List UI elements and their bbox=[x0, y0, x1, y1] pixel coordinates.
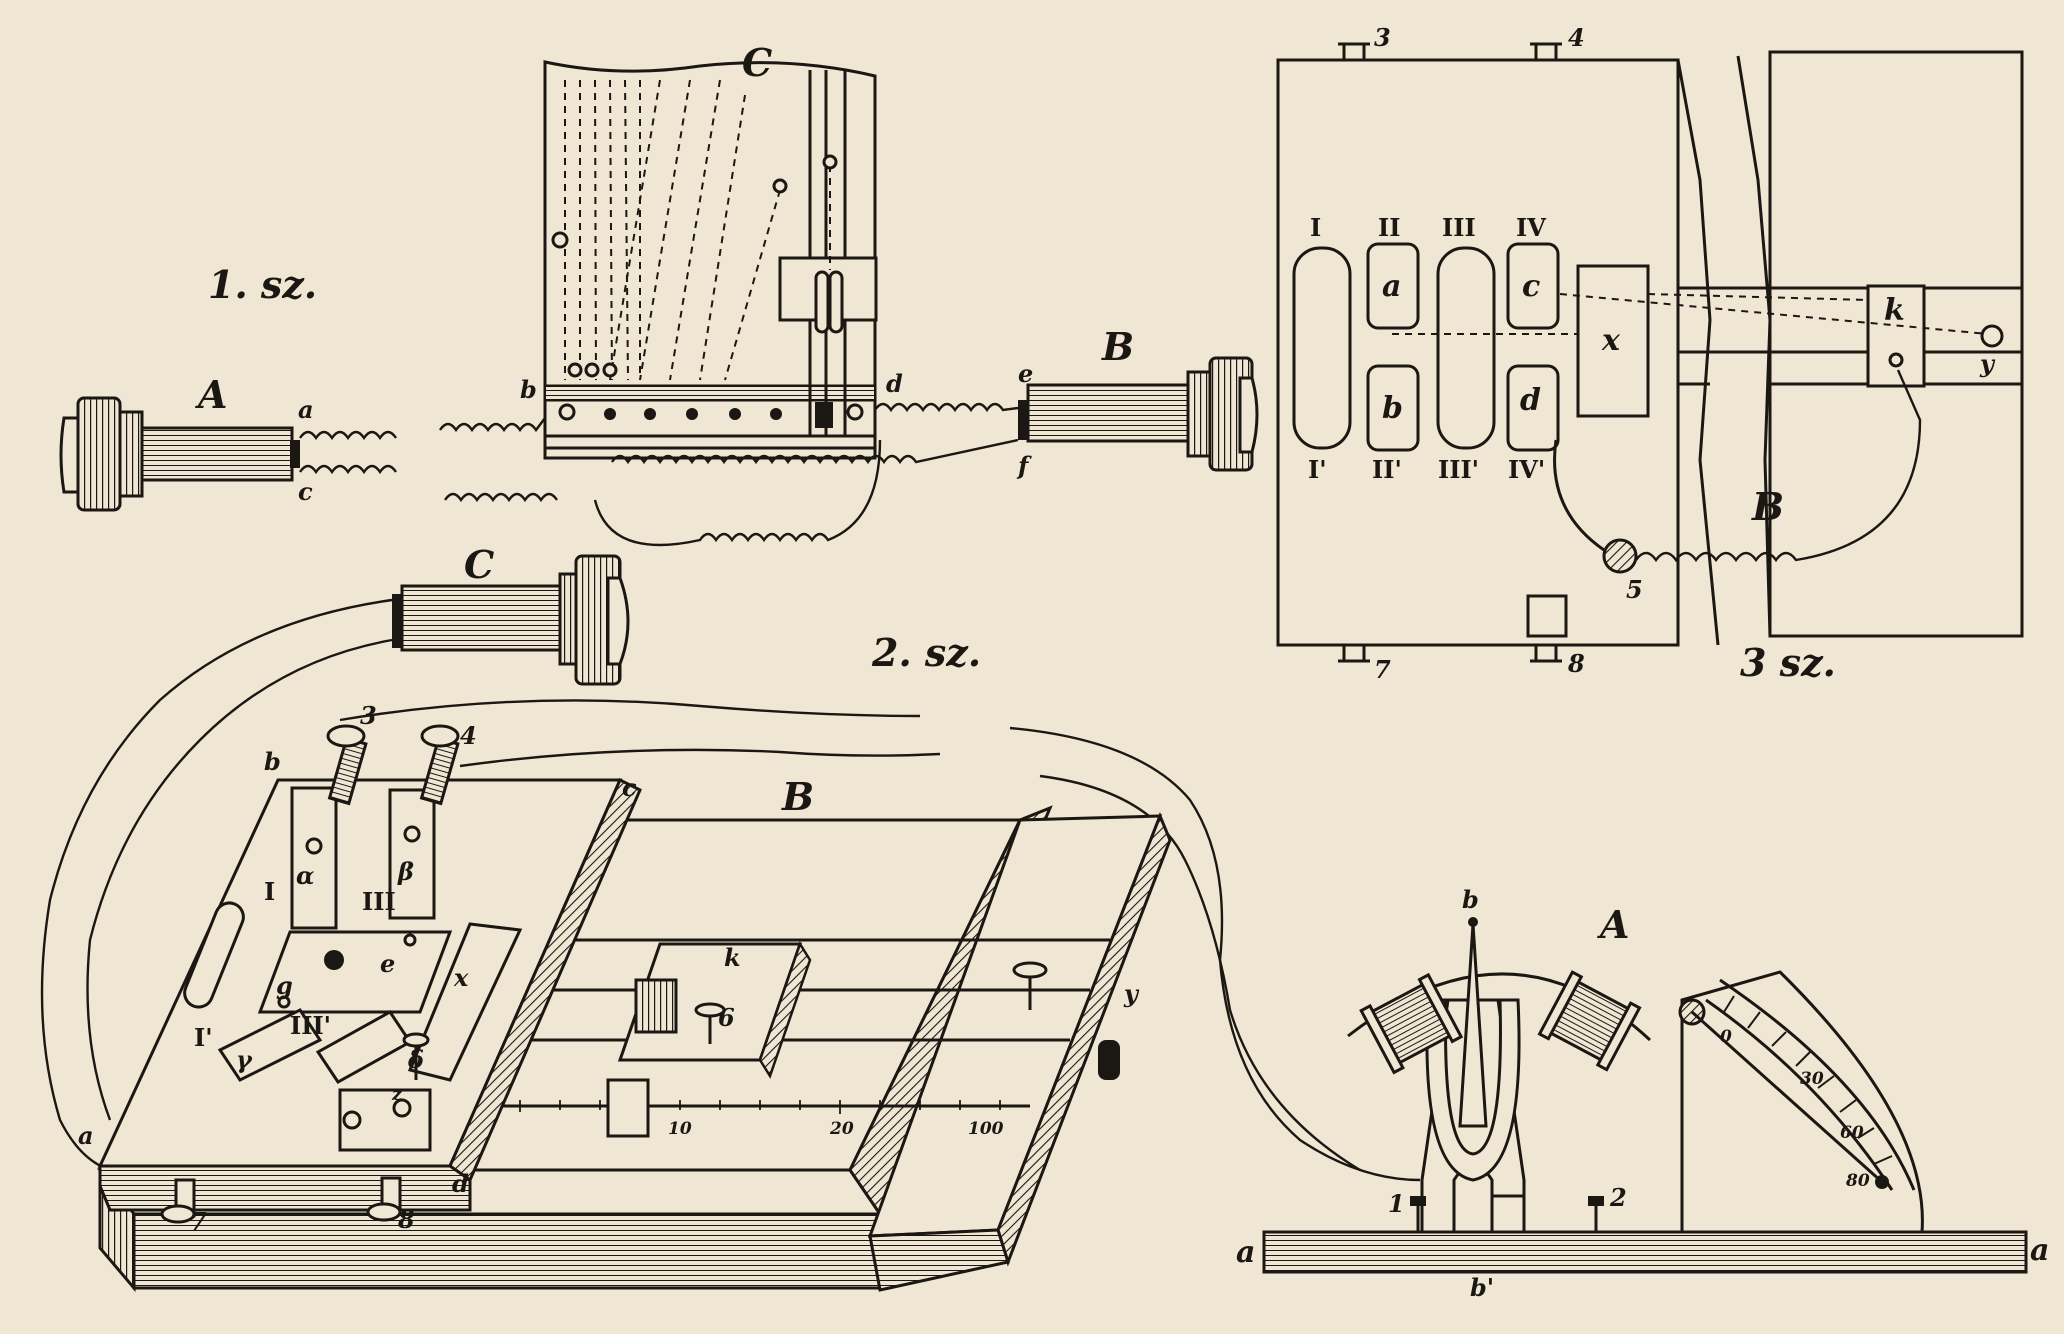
fig2-contact-I-prime: I' bbox=[194, 1023, 213, 1052]
fig3-terminal-8: 8 bbox=[1567, 649, 1585, 678]
fig1-label-B: B bbox=[1101, 324, 1134, 369]
fig1-wire-a: a bbox=[298, 395, 314, 424]
fig3-terminal-7: 7 bbox=[1374, 655, 1391, 684]
telephone-A bbox=[59, 396, 300, 512]
fig3-point-y: y bbox=[1979, 349, 1996, 378]
fig1-wire-b: b bbox=[520, 375, 537, 404]
figA-base-right: a bbox=[2030, 1233, 2049, 1268]
telephone-B bbox=[1018, 356, 1259, 472]
fig2-part-e: e bbox=[380, 949, 395, 978]
fig2-spring-gamma: γ bbox=[236, 1045, 253, 1074]
fig3-roman-III-prime: III' bbox=[1438, 455, 1479, 484]
fig2-scale-100: 100 bbox=[968, 1119, 1004, 1139]
fig3-box-k: k bbox=[1884, 293, 1905, 328]
fig2-terminal-4: 4 bbox=[460, 721, 477, 750]
fig2-contact-I: I bbox=[264, 877, 275, 906]
fig2-scale-10: 10 bbox=[668, 1119, 692, 1139]
telephone-C bbox=[392, 554, 630, 686]
figA-scale-60: 60 bbox=[1840, 1123, 1864, 1143]
fig1-wire-e: e bbox=[1018, 359, 1033, 388]
fig2-corner-d: d bbox=[452, 1169, 469, 1198]
fig3-roman-III: III bbox=[1442, 213, 1476, 242]
fig3-label-B: B bbox=[1751, 484, 1784, 529]
fig1-label-A: A bbox=[195, 372, 227, 417]
fig3-roman-I-prime: I' bbox=[1308, 455, 1327, 484]
board-C bbox=[543, 60, 878, 460]
fig2-corner-a: a bbox=[78, 1121, 94, 1150]
figure-2: 2. sz. C bbox=[40, 542, 1421, 1293]
fig2-part-k: k bbox=[724, 943, 741, 972]
fig2-spring-beta: β bbox=[397, 857, 414, 886]
fig2-terminal-3: 3 bbox=[360, 701, 377, 730]
fig2-part-g: g bbox=[276, 971, 293, 1000]
fig3-roman-IV-prime: IV' bbox=[1508, 455, 1545, 484]
figA-scale-30: 30 bbox=[1800, 1069, 1824, 1089]
fig2-corner-b: b bbox=[264, 747, 281, 776]
fig2-part-x: x bbox=[453, 963, 469, 992]
fig3-terminal-4: 4 bbox=[1568, 23, 1585, 52]
fig3-block-a: a bbox=[1382, 269, 1401, 304]
fig2-part-z: z bbox=[391, 1085, 402, 1105]
fig1-wire-f: f bbox=[1016, 451, 1032, 480]
fig2-scale-20: 20 bbox=[829, 1119, 854, 1139]
figA-base-left: a bbox=[1236, 1235, 1255, 1270]
fig3-box-x: x bbox=[1601, 323, 1621, 358]
fig3-block-b: b bbox=[1382, 391, 1403, 426]
fig3-terminal-5: 5 bbox=[1626, 575, 1643, 604]
fig2-part-y: y bbox=[1123, 979, 1140, 1008]
fig2-corner-c: c bbox=[622, 773, 637, 802]
fig2-label-B: B bbox=[781, 774, 814, 819]
fig1-caption: 1. sz. bbox=[208, 262, 317, 307]
fig3-caption: 3 sz. bbox=[1740, 640, 1836, 685]
fig2-label-C: C bbox=[464, 542, 494, 587]
fig2-terminal-7: 7 bbox=[190, 1207, 207, 1236]
fig1-wire-c: c bbox=[298, 477, 313, 506]
fig3-terminal-3: 3 bbox=[1374, 23, 1391, 52]
figure-3 bbox=[1276, 42, 2024, 663]
figA-label-A: A bbox=[1597, 902, 1629, 947]
figA-base-bottom: b' bbox=[1470, 1273, 1494, 1302]
fig3-block-d: d bbox=[1520, 383, 1541, 418]
fig3-roman-IV: IV bbox=[1516, 213, 1546, 242]
fig3-roman-II-prime: II' bbox=[1372, 455, 1402, 484]
fig2-terminal-8: 8 bbox=[397, 1205, 415, 1234]
fig3-roman-II: II bbox=[1378, 213, 1400, 242]
figure-1: 1. sz. A a c bbox=[59, 40, 1259, 547]
figA-scale-0: 0 bbox=[1720, 1027, 1732, 1047]
fig2-spring-alpha: α bbox=[296, 861, 314, 890]
fig3-roman-I: I bbox=[1310, 213, 1321, 242]
fig2-caption: 2. sz. bbox=[871, 630, 981, 675]
figA-pointer-b: b bbox=[1462, 885, 1479, 914]
figA-terminal-1: 1 bbox=[1388, 1189, 1405, 1218]
fig3-block-c: c bbox=[1522, 269, 1540, 304]
galvanometer-A bbox=[1262, 917, 2028, 1274]
figA-terminal-2: 2 bbox=[1609, 1183, 1627, 1212]
fig2-contact-III: III bbox=[362, 887, 396, 916]
figA-scale-80: 80 bbox=[1845, 1171, 1870, 1191]
fig1-label-C: C bbox=[742, 40, 772, 85]
fig2-spring-delta: δ bbox=[407, 1045, 424, 1074]
fig1-wire-d: d bbox=[886, 369, 903, 398]
fig2-contact-III-prime: III' bbox=[290, 1011, 331, 1040]
fig2-terminal-6: 6 bbox=[718, 1003, 735, 1032]
